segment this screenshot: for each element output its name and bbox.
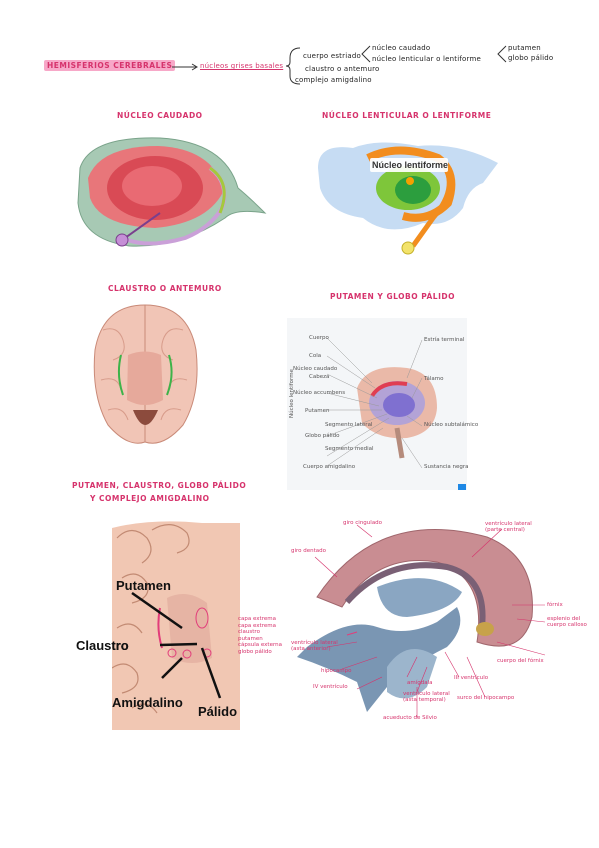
- coronal-section-illustration: Putamen Claustro Amigdalino Pálido: [112, 518, 240, 730]
- title-combo-2: Y COMPLEJO AMIGDALINO: [90, 494, 210, 503]
- arrow-icon: [172, 63, 198, 71]
- small-label-list: capa extrema capa extrema claustro putam…: [238, 616, 282, 655]
- branch-lenticular: núcleo lenticular o lentiforme: [372, 55, 481, 63]
- lbl-claustro-outer: Claustro: [76, 638, 129, 653]
- lbl-talamo: Tálamo: [424, 376, 444, 382]
- lbl-putamen-big: Putamen: [116, 578, 171, 593]
- lbl-hipocampo: hipocampo: [321, 668, 352, 674]
- lbl-accumbens: Núcleo accumbens: [293, 390, 346, 396]
- lbl-globo-palido: Globo pálido: [305, 433, 340, 439]
- lbl-cuerpo: Cuerpo: [309, 335, 329, 341]
- lbl-giro-dentado: giro dentado: [291, 548, 327, 554]
- lbl-subtalamico: Núcleo subtalámico: [424, 422, 479, 428]
- brace-icon: [497, 45, 507, 63]
- branch-caudado: núcleo caudado: [372, 44, 431, 52]
- lbl-amigdalino-big: Amigdalino: [112, 695, 183, 710]
- branch-cuerpo-estriado: cuerpo estriado: [303, 52, 361, 60]
- lbl-putamen: Putamen: [305, 408, 330, 414]
- basal-ganglia-diagram: Cuerpo Cola Núcleo caudado Cabeza Núcleo…: [287, 318, 478, 490]
- title-lenticular: NÚCLEO LENTICULAR O LENTIFORME: [322, 111, 492, 120]
- branch-globo: globo pálido: [508, 54, 554, 62]
- lbl-amigdala: amígdala: [407, 680, 433, 686]
- title-combo-1: PUTAMEN, CLAUSTRO, GLOBO PÁLIDO: [72, 481, 247, 490]
- branch-amigdalino: complejo amigdalino: [295, 76, 372, 84]
- lbl-claustro-big: Claustro: [112, 638, 129, 653]
- lbl-fornix: fórnix: [547, 602, 563, 608]
- lbl-sustancia: Sustancia negra: [424, 464, 469, 470]
- lbl-vent-lat-temporal: ventrículo lateral (asta temporal): [403, 691, 450, 703]
- lbl-cola: Cola: [309, 353, 322, 359]
- lbl-estria: Estría terminal: [424, 337, 465, 343]
- lbl-iv-ventriculo: IV ventrículo: [313, 684, 348, 690]
- lbl-giro-cingulado: giro cingulado: [343, 520, 383, 526]
- lbl-seg-lateral: Segmento lateral: [325, 422, 373, 428]
- claustrum-illustration: [93, 304, 198, 444]
- lbl-vent-lat-frontal: ventrículo lateral (asta anterior): [291, 640, 338, 652]
- ventricles-illustration: [287, 517, 545, 725]
- main-heading: HEMISFERIOS CEREBRALES: [44, 60, 176, 71]
- branch-putamen: putamen: [508, 44, 541, 52]
- title-caudado: NÚCLEO CAUDADO: [117, 111, 203, 120]
- lbl-nucleo-caudado: Núcleo caudado: [293, 366, 338, 372]
- lbl-surco: surco del hipocampo: [457, 695, 515, 701]
- brace-icon: [361, 45, 371, 63]
- lbl-cuerpo-fornix: cuerpo del fórnix: [497, 658, 544, 664]
- lbl-amigdalino: Cuerpo amigdalino: [303, 464, 356, 470]
- brace-icon: [285, 47, 301, 85]
- lbl-acueducto: acueducto de Silvio: [383, 715, 437, 721]
- lbl-seg-medial: Segmento medial: [325, 446, 374, 452]
- lentiforme-tag: Núcleo lentiforme: [372, 160, 449, 170]
- lbl-cabeza: Cabeza: [309, 374, 330, 380]
- arrow-target: núcleos grises basales: [200, 62, 284, 70]
- title-putamen-globo: PUTAMEN Y GLOBO PÁLIDO: [330, 292, 455, 301]
- title-claustro: CLAUSTRO O ANTEMURO: [108, 284, 222, 293]
- lentiform-illustration: [318, 142, 498, 255]
- lbl-lentiforme-side: Núcleo lentiforme: [289, 369, 295, 418]
- lbl-vent-lat-central: ventrículo lateral (parte central): [485, 521, 532, 533]
- lbl-palido-big: Pálido: [198, 704, 238, 719]
- lbl-iii-ventriculo: III ventrículo: [454, 675, 489, 681]
- caudate-illustration: [77, 137, 267, 247]
- branch-claustro: claustro o antemuro: [305, 65, 380, 73]
- lbl-esplenio: esplenio del cuerpo calloso: [547, 616, 587, 628]
